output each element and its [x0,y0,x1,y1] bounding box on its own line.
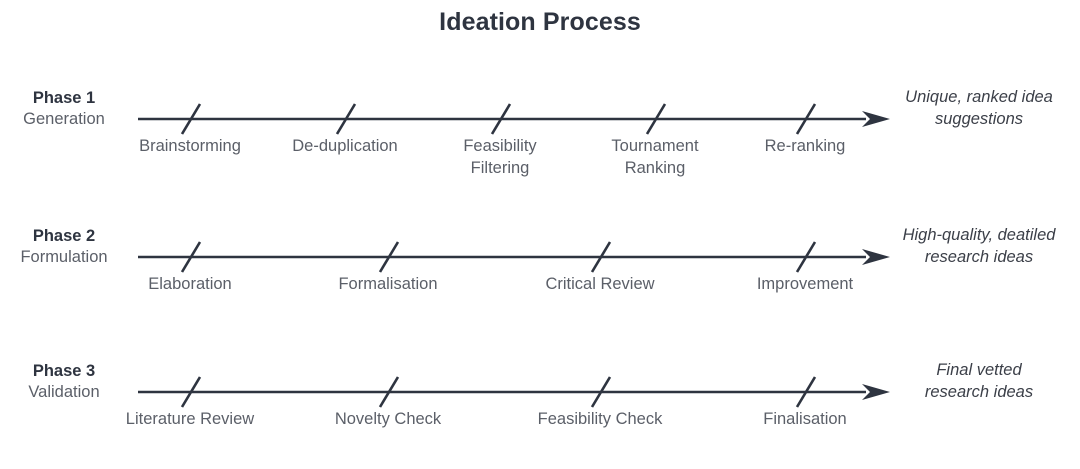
phase-title: Phase 3 [32,362,96,380]
diagonal-tick-icon [180,241,202,273]
phase-outcome: Unique, ranked idea suggestions [905,88,1053,129]
axis-ticks [180,103,817,135]
phase-outcome: Final vetted research ideas [924,361,1034,402]
step-label: Formalisation [338,275,438,293]
step-label: Tournament Ranking [611,137,699,177]
phase-subtitle: Formulation [20,248,108,267]
phase-title: Phase 2 [32,227,96,245]
phase-row-2: Phase 2 Formulation Elaboration Formalis… [0,220,1080,340]
phase-axis-3 [130,355,890,469]
phase-steps-1: Brainstorming De-duplication Feasibility… [130,136,890,202]
arrow-right-icon [862,249,890,265]
diagonal-tick-icon [378,376,400,408]
phase-title: Phase 1 [32,89,96,107]
phase-label-3: Phase 3 Validation [0,361,128,403]
axis-arrow-svg [138,376,890,408]
diagonal-tick-icon [590,376,612,408]
diagonal-tick-icon [180,103,202,135]
step-label: Critical Review [545,275,655,293]
step-label: Improvement [756,275,854,293]
step-label: Feasibility Filtering [463,137,537,177]
diagonal-tick-icon [795,376,817,408]
axis-ticks [180,376,817,408]
step-label: Brainstorming [139,137,241,155]
phase-label-2: Phase 2 Formulation [0,226,128,268]
axis-arrow-svg [138,241,890,273]
phase-subtitle: Validation [28,383,100,402]
diagonal-tick-icon [795,241,817,273]
phase-steps-2: Elaboration Formalisation Critical Revie… [130,274,890,340]
step-label: Literature Review [125,410,255,428]
phase-row-3: Phase 3 Validation Literature Review Nov… [0,355,1080,469]
step-label: De-duplication [292,137,398,155]
step-label: Finalisation [763,410,847,428]
phase-outcome: High-quality, deatiled research ideas [902,226,1056,267]
axis-ticks [180,241,817,273]
diagonal-tick-icon [490,103,512,135]
diagonal-tick-icon [795,103,817,135]
step-label: Novelty Check [334,410,442,428]
phase-label-1: Phase 1 Generation [0,88,128,130]
phase-axis-1 [130,82,890,202]
page-title: Ideation Process [439,8,641,36]
diagonal-tick-icon [645,103,667,135]
step-label: Elaboration [148,275,232,293]
diagonal-tick-icon [590,241,612,273]
diagonal-tick-icon [180,376,202,408]
phase-subtitle: Generation [23,110,105,129]
step-label: Re-ranking [764,137,846,155]
diagonal-tick-icon [378,241,400,273]
phase-steps-3: Literature Review Novelty Check Feasibil… [126,409,890,469]
arrow-right-icon [862,111,890,127]
step-label: Feasibility Check [537,410,663,428]
diagonal-tick-icon [335,103,357,135]
arrow-right-icon [862,384,890,400]
phase-row-1: Phase 1 Generation Brainstorming De-dupl… [0,82,1080,202]
phase-axis-2 [130,220,890,340]
axis-arrow-svg [138,103,890,135]
